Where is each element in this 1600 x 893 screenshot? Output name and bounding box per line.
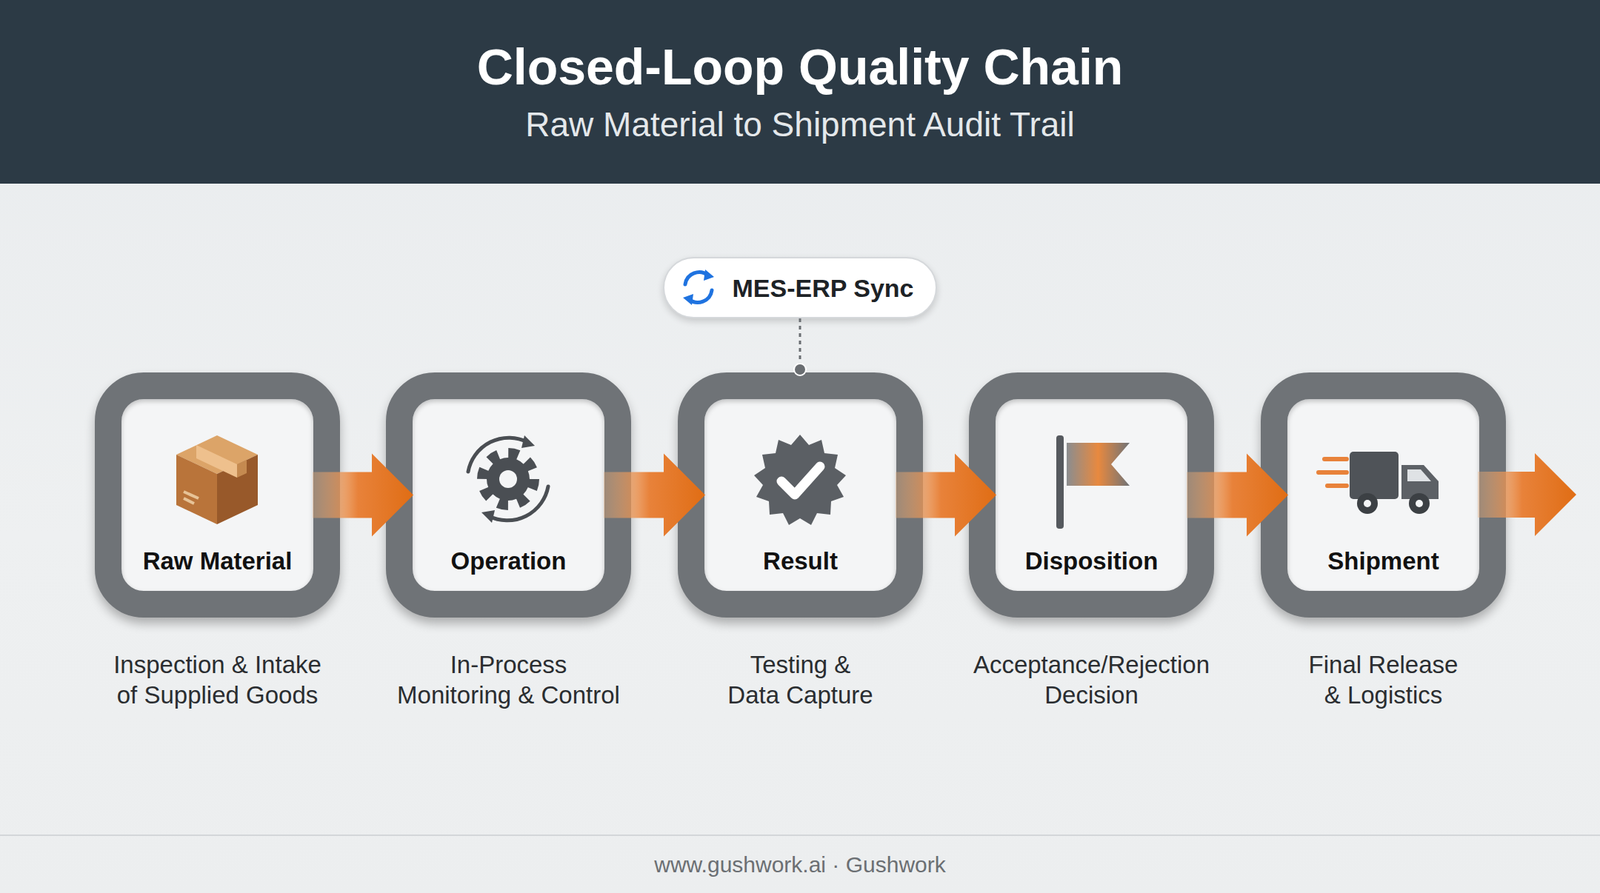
- stage-description: In-Process Monitoring & Control: [391, 649, 626, 711]
- footer-rule: [0, 834, 1600, 837]
- sync-pill: MES-ERP Sync: [662, 257, 938, 319]
- stage-description: Testing & Data Capture: [724, 649, 877, 711]
- arrow-shape: [603, 454, 706, 538]
- footer-text: www.gushwork.ai · Gushwork: [0, 851, 1600, 879]
- flow-arrow: [1186, 454, 1289, 538]
- check-badge-icon: [754, 434, 846, 526]
- dotted-line: [799, 318, 802, 370]
- link-dot: [794, 363, 806, 376]
- flow-arrow: [895, 454, 997, 538]
- stage-description: Acceptance/Rejection Decision: [954, 649, 1229, 711]
- pill-label: MES-ERP Sync: [731, 273, 914, 303]
- title: Closed-Loop Quality Chain: [0, 35, 1600, 98]
- stage-description: Final Release & Logistics: [1303, 649, 1463, 711]
- package-icon: [176, 435, 258, 525]
- stage-title: Shipment: [1265, 546, 1502, 577]
- arrow-shape: [895, 454, 997, 538]
- stage-title: Result: [682, 546, 919, 577]
- stage-box: DispositionAcceptance/Rejection Decision: [968, 372, 1215, 618]
- trailing-arrow: [1477, 453, 1577, 537]
- arrow-shape: [1186, 454, 1289, 538]
- flow-arrow: [603, 454, 706, 538]
- arrow-shape: [312, 454, 414, 538]
- sync-link: [794, 318, 806, 376]
- gear-icon: [468, 435, 549, 523]
- flag-icon: [1056, 435, 1130, 529]
- header-band: Closed-Loop Quality Chain Raw Material t…: [0, 0, 1600, 184]
- stage-description: Inspection & Intake of Supplied Goods: [106, 649, 329, 711]
- stage-title: Raw Material: [99, 546, 336, 577]
- sync-icon: [682, 269, 715, 306]
- stage-title: Disposition: [973, 546, 1210, 577]
- truck-icon: [1318, 451, 1439, 515]
- stage-title: Operation: [390, 546, 627, 577]
- flow-arrow: [312, 454, 414, 538]
- caption: Raw Material to Shipment Audit Trail: [0, 103, 1600, 146]
